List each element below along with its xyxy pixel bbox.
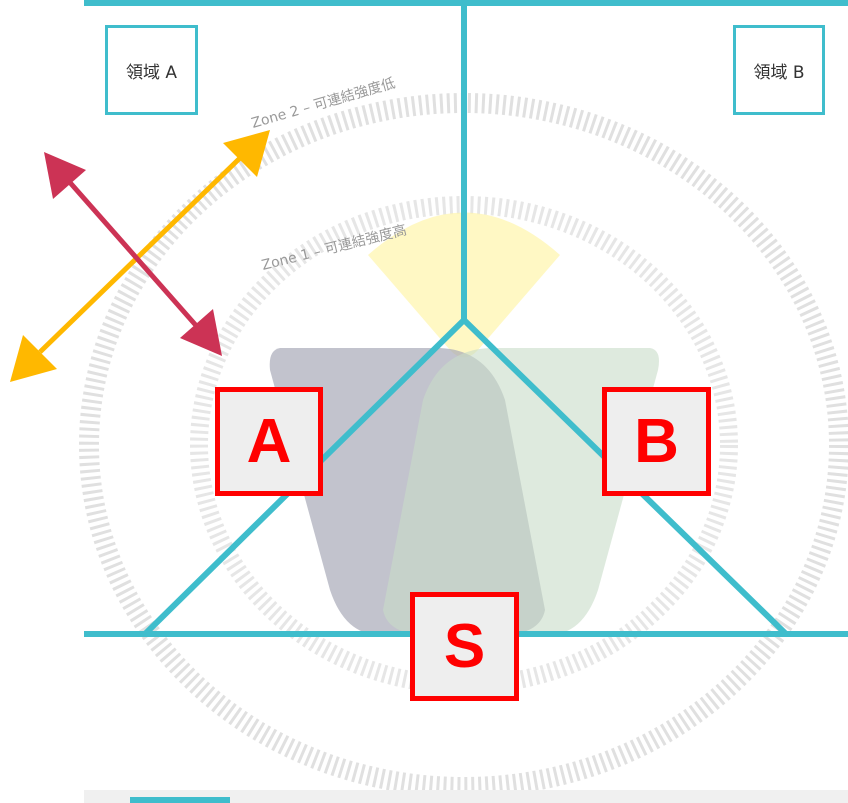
marker-a: A [215,387,323,496]
marker-b: B [602,387,711,496]
area-b-label: 領域 B [733,25,825,115]
bottom-strip [84,790,848,803]
marker-s: S [410,592,519,701]
yellow-double-arrow [10,130,270,382]
crimson-double-arrow [44,152,222,356]
area-a-label: 領域 A [105,25,198,115]
lobe-right [383,348,659,635]
bottom-strip-tab [130,797,230,803]
